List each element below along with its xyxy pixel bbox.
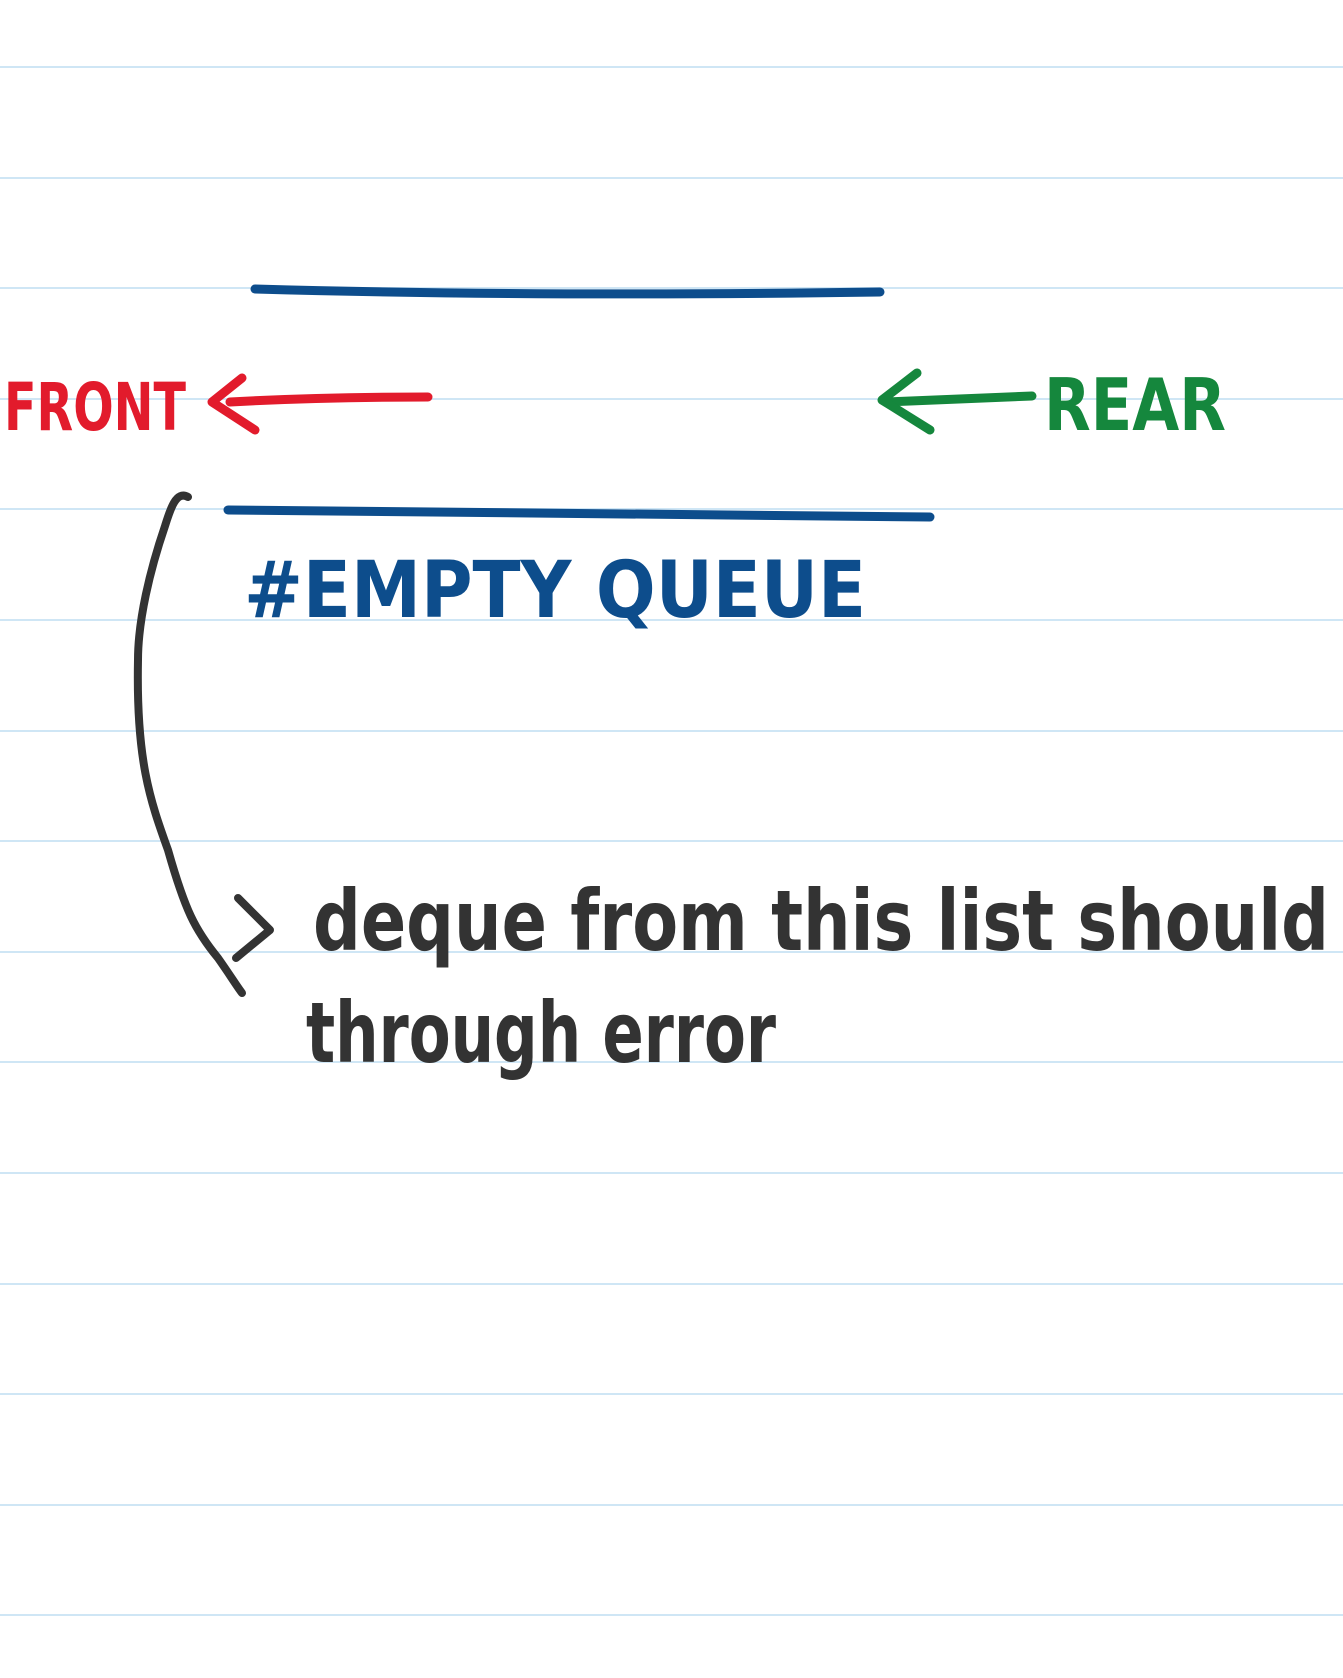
note-line-1: deque from this list should	[313, 872, 1329, 970]
note-line-2: through error	[306, 984, 776, 1082]
ruled-lines	[0, 66, 1343, 1616]
queue-top-line	[250, 284, 885, 299]
rear-arrow-icon	[877, 368, 1037, 435]
front-label: FRONT	[4, 369, 186, 446]
empty-queue-caption: #EMPTY QUEUE	[244, 546, 866, 636]
queue-bottom-line	[223, 505, 935, 522]
front-arrow-icon	[207, 373, 433, 435]
curved-arrow-icon	[133, 491, 274, 997]
rear-label: REAR	[1044, 363, 1226, 447]
